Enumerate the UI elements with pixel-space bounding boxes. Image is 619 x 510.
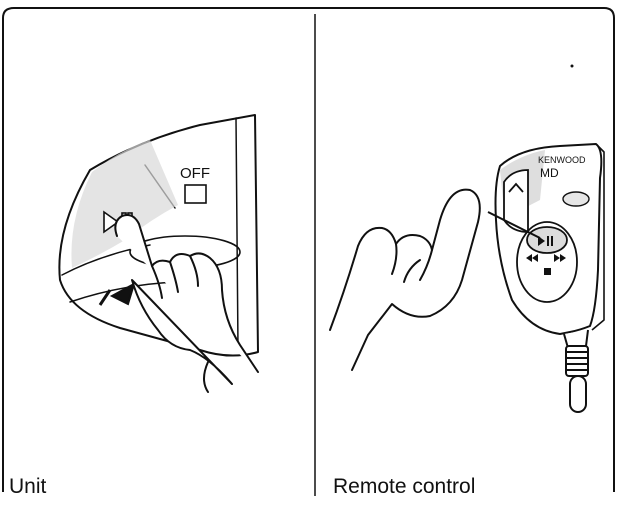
off-label: OFF	[180, 165, 210, 182]
remote-small-button	[563, 192, 589, 206]
unit-button-shade	[71, 140, 178, 268]
unit-caption: Unit	[9, 476, 46, 497]
stop-icon	[544, 268, 551, 275]
brand-label: KENWOOD	[538, 155, 586, 165]
remote-control-caption: Remote control	[333, 476, 475, 497]
off-button: OFF	[180, 165, 210, 203]
remote-control-pad	[517, 222, 577, 302]
model-label: MD	[540, 166, 559, 180]
previous-track-icon	[100, 284, 134, 305]
pointing-hand-remote	[330, 190, 480, 370]
print-speck	[571, 65, 574, 68]
